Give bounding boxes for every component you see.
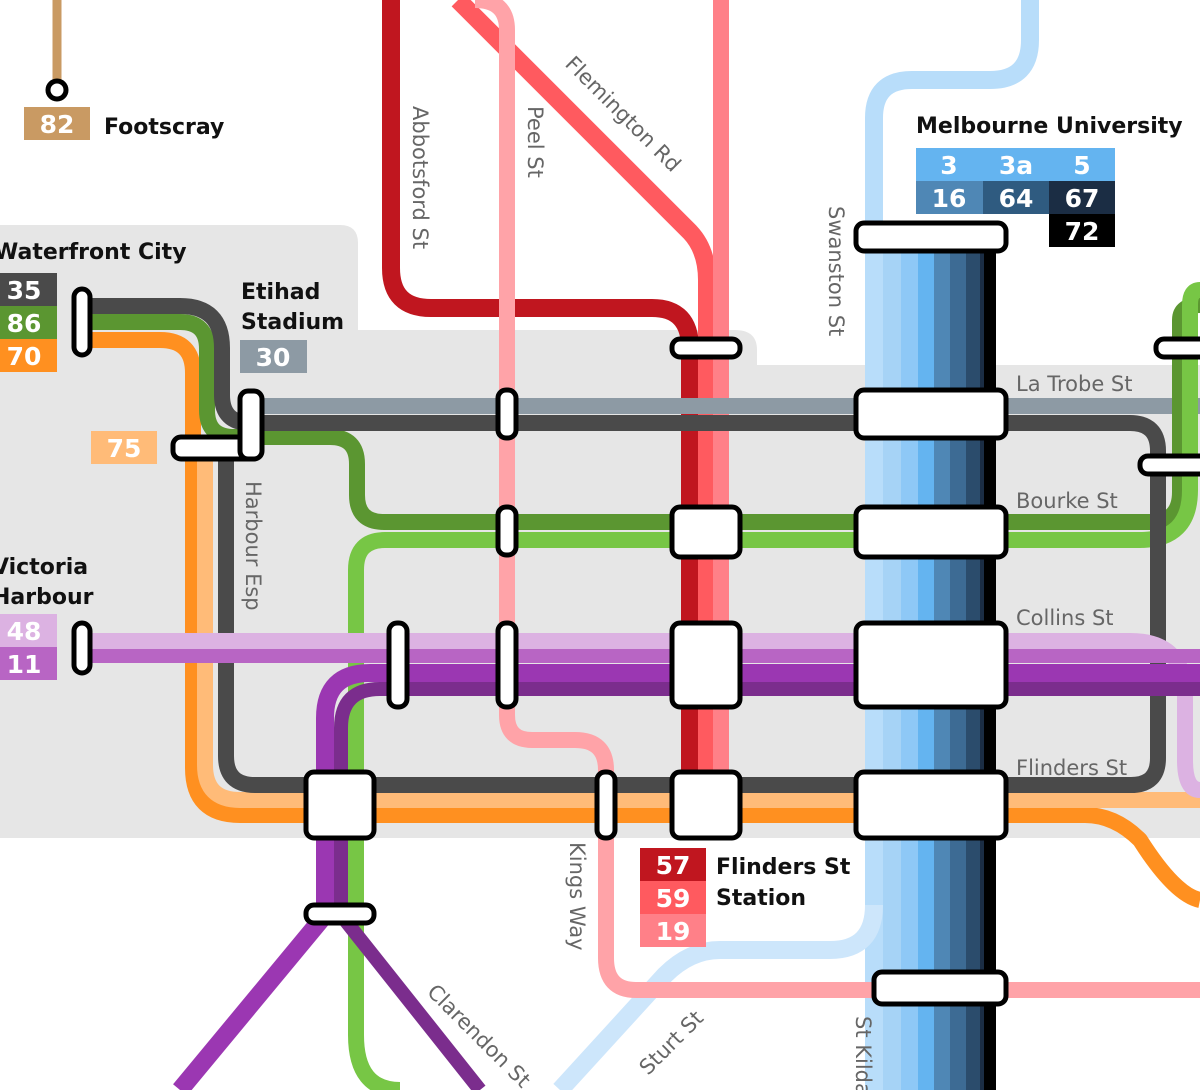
abbotsford-st-line[interactable] — [382, 0, 699, 780]
route-number-19: 19 — [656, 917, 691, 946]
stop-marker-swanston-collins[interactable] — [853, 620, 1009, 710]
street-label-peel: Peel St — [523, 106, 547, 178]
peel-st-line[interactable] — [474, 0, 1200, 998]
stop-marker-clarendon[interactable] — [303, 902, 377, 926]
route-70-line[interactable] — [85, 332, 1200, 908]
stop-marker-swanston-flinders[interactable] — [853, 769, 1009, 841]
route-86-line[interactable] — [85, 297, 1200, 530]
stop-marker-flemington[interactable] — [669, 336, 743, 360]
route-badge-48[interactable] — [0, 614, 57, 647]
route-number-64: 64 — [999, 184, 1034, 213]
stop-marker-elizabeth-bourke[interactable] — [669, 504, 743, 560]
stop-marker-elizabeth-collins[interactable] — [669, 620, 743, 710]
clarendon-st-line[interactable] — [334, 682, 1200, 1090]
route-badge-59[interactable] — [640, 881, 706, 914]
route-number-70: 70 — [7, 342, 42, 371]
route-badge-30[interactable] — [240, 340, 307, 373]
stop-marker-melbourne-university[interactable] — [853, 220, 1009, 254]
route-badge-3a[interactable] — [983, 148, 1049, 181]
route-badge-35[interactable] — [0, 273, 57, 306]
flemington-rd-line[interactable] — [451, 0, 716, 780]
route-number-67: 67 — [1065, 184, 1100, 213]
street-label-swanston: Swanston St — [824, 206, 848, 336]
stop-name-victoria-line2[interactable]: Harbour — [0, 585, 94, 610]
street-label-collins: Collins St — [1016, 606, 1114, 630]
route-number-11: 11 — [7, 650, 42, 679]
route-number-5: 5 — [1073, 151, 1090, 180]
route-number-16: 16 — [932, 184, 967, 213]
route-badge-75[interactable] — [91, 431, 157, 464]
route-number-82: 82 — [40, 110, 75, 139]
street-label-abbotsford: Abbotsford St — [408, 106, 432, 249]
street-label-st-kilda: St Kilda Rd — [851, 1016, 875, 1090]
route-badge-5[interactable] — [1049, 148, 1115, 181]
route-number-3: 3 — [940, 151, 957, 180]
stop-name-etihad-line2[interactable]: Stadium — [241, 310, 344, 335]
route-badge-16[interactable] — [916, 181, 983, 214]
route-badge-72[interactable] — [1049, 214, 1115, 247]
street-label-flinders: Flinders St — [1016, 756, 1127, 780]
route-badge-11[interactable] — [0, 647, 57, 680]
stop-marker-swanston-bourke[interactable] — [853, 504, 1009, 560]
footscray-terminus-dot[interactable] — [45, 78, 69, 102]
stop-markers — [71, 220, 1200, 1007]
stop-name-waterfront-city[interactable]: Waterfront City — [0, 240, 187, 265]
stop-name-footscray[interactable]: Footscray — [104, 115, 224, 140]
stop-name-melbourne-university[interactable]: Melbourne University — [916, 114, 1183, 139]
street-label-la-trobe: La Trobe St — [1016, 372, 1133, 396]
route-badge-64[interactable] — [983, 181, 1049, 214]
street-label-harbour-esp: Harbour Esp — [241, 481, 265, 611]
street-label-kings-way: Kings Way — [565, 842, 589, 951]
route-number-75: 75 — [107, 434, 142, 463]
route-badge-86[interactable] — [0, 306, 57, 339]
stop-names: Footscray Waterfront City Etihad Stadium… — [0, 114, 1183, 911]
route-badges: 82 35 86 70 30 75 48 11 3 3a 5 16 64 67 … — [0, 107, 1115, 947]
stop-name-flinders-line1[interactable]: Flinders St — [716, 855, 851, 880]
stop-marker-swanston-latrobe[interactable] — [853, 387, 1009, 441]
stop-marker-victoria-harbour[interactable] — [71, 620, 93, 676]
stop-marker-flinders-st-station[interactable] — [669, 769, 743, 841]
stop-marker-waterfront[interactable] — [71, 286, 93, 358]
stop-marker-st-kilda[interactable] — [871, 969, 1009, 1007]
route-number-35: 35 — [7, 276, 42, 305]
route-number-48: 48 — [7, 617, 42, 646]
route-number-59: 59 — [656, 884, 691, 913]
stop-marker-bourke-east[interactable] — [1137, 453, 1200, 477]
route-number-86: 86 — [7, 309, 42, 338]
swanston-light-line[interactable] — [865, 0, 1039, 1090]
route-number-57: 57 — [656, 851, 691, 880]
stop-marker-la-trobe-east[interactable] — [1153, 336, 1200, 360]
street-label-bourke: Bourke St — [1016, 489, 1118, 513]
stop-marker-peel-latrobe[interactable] — [495, 387, 519, 441]
street-label-sturt: Sturt St — [635, 1006, 709, 1080]
route-number-72: 72 — [1065, 217, 1100, 246]
stop-marker-peel-collins[interactable] — [495, 620, 519, 710]
stop-marker-spencer-collins[interactable] — [386, 620, 410, 710]
route-number-30: 30 — [256, 343, 291, 372]
stop-name-etihad-line1[interactable]: Etihad — [241, 280, 320, 305]
stop-marker-peel-bourke[interactable] — [495, 504, 519, 558]
route-badge-3[interactable] — [916, 148, 983, 181]
collins-purple-line[interactable] — [173, 664, 1200, 1090]
sturt-st-line[interactable] — [553, 904, 883, 1090]
route-badge-19[interactable] — [640, 914, 706, 947]
route-35-line[interactable] — [85, 298, 1166, 793]
route-badge-67[interactable] — [1049, 181, 1115, 214]
route-badge-70[interactable] — [0, 339, 57, 372]
route-number-3a: 3a — [999, 151, 1033, 180]
stop-name-flinders-line2[interactable]: Station — [716, 886, 806, 911]
green-light-line[interactable] — [348, 282, 1200, 1090]
route-badge-82[interactable] — [24, 107, 90, 140]
stop-name-victoria-line1[interactable]: Victoria — [0, 555, 88, 580]
stop-marker-etihad[interactable] — [237, 388, 265, 462]
stop-marker-kings-way[interactable] — [594, 769, 618, 841]
route-75-line[interactable] — [197, 450, 1200, 808]
stop-marker-spencer-flinders[interactable] — [303, 769, 377, 841]
route-badge-57[interactable] — [640, 848, 706, 881]
